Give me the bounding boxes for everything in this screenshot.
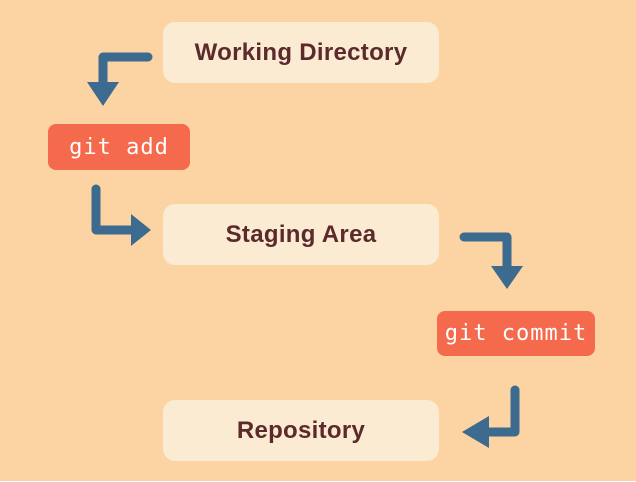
arrow-staging-area-to-git-commit-icon bbox=[459, 232, 523, 289]
node-git-commit-label: git commit bbox=[444, 321, 588, 346]
node-staging-area: Staging Area bbox=[163, 204, 439, 265]
node-working-directory: Working Directory bbox=[163, 22, 439, 83]
node-repository: Repository bbox=[163, 400, 439, 461]
node-repository-label: Repository bbox=[236, 416, 366, 444]
node-working-directory-label: Working Directory bbox=[194, 38, 408, 66]
node-git-commit-command: git commit bbox=[437, 311, 595, 356]
node-git-add-label: git add bbox=[69, 134, 169, 160]
node-git-add-command: git add bbox=[48, 124, 190, 170]
node-staging-area-label: Staging Area bbox=[225, 220, 377, 248]
arrow-git-add-to-staging-area-icon bbox=[91, 184, 151, 246]
arrow-git-commit-to-repository-icon bbox=[462, 385, 520, 448]
arrow-working-directory-to-git-add-icon bbox=[87, 52, 153, 106]
